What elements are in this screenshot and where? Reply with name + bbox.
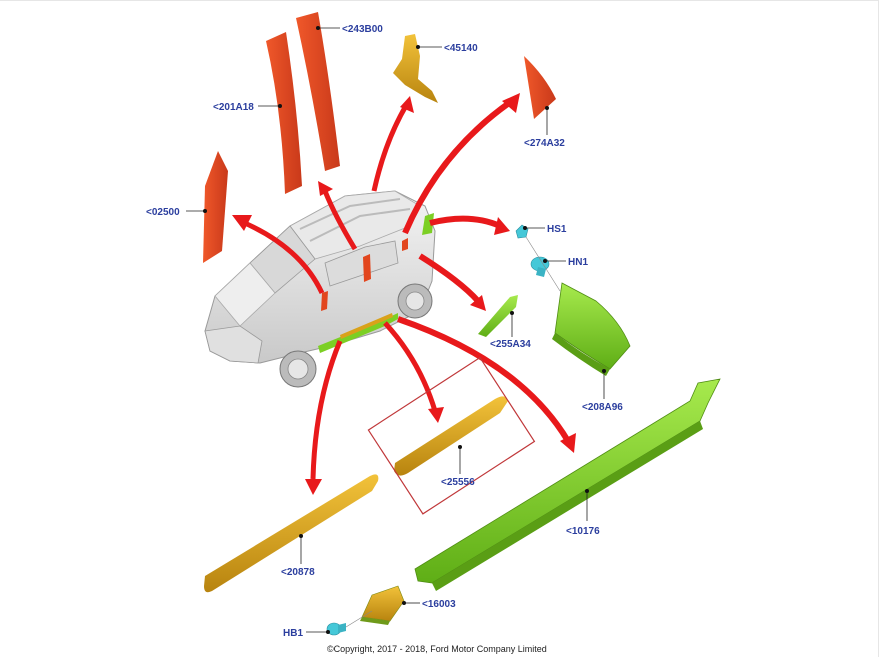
part-274A32 — [524, 56, 556, 119]
part-201A18 — [266, 32, 302, 194]
label-HS1[interactable]: HS1 — [547, 224, 567, 235]
part-10176 — [414, 378, 721, 591]
part-HB1 — [326, 622, 346, 636]
arrow-head — [232, 215, 252, 231]
part-45140 — [393, 34, 438, 103]
label-243B00[interactable]: <243B00 — [342, 24, 383, 35]
part-20878 — [204, 474, 379, 593]
part-16003 — [360, 585, 405, 625]
label-HN1[interactable]: HN1 — [568, 257, 588, 268]
label-255A34[interactable]: <255A34 — [490, 339, 531, 350]
label-25556[interactable]: <25556 — [441, 477, 475, 488]
label-208A96[interactable]: <208A96 — [582, 402, 623, 413]
copyright-text: ©Copyright, 2017 - 2018, Ford Motor Comp… — [327, 644, 547, 654]
label-02500[interactable]: <02500 — [146, 207, 180, 218]
label-201A18[interactable]: <201A18 — [213, 102, 254, 113]
part-255A34 — [478, 295, 518, 337]
label-45140[interactable]: <45140 — [444, 43, 478, 54]
part-208A96 — [552, 282, 631, 376]
highlight-box — [367, 356, 536, 515]
label-274A32[interactable]: <274A32 — [524, 138, 565, 149]
vehicle-illustration — [204, 190, 436, 388]
part-02500 — [203, 151, 228, 263]
direction-arrows — [232, 93, 576, 495]
part-243B00 — [296, 12, 340, 171]
label-20878[interactable]: <20878 — [281, 567, 315, 578]
leader-lines — [186, 26, 606, 634]
part-25556 — [394, 396, 508, 476]
label-16003[interactable]: <16003 — [422, 599, 456, 610]
label-HB1[interactable]: HB1 — [283, 628, 303, 639]
label-10176[interactable]: <10176 — [566, 526, 600, 537]
